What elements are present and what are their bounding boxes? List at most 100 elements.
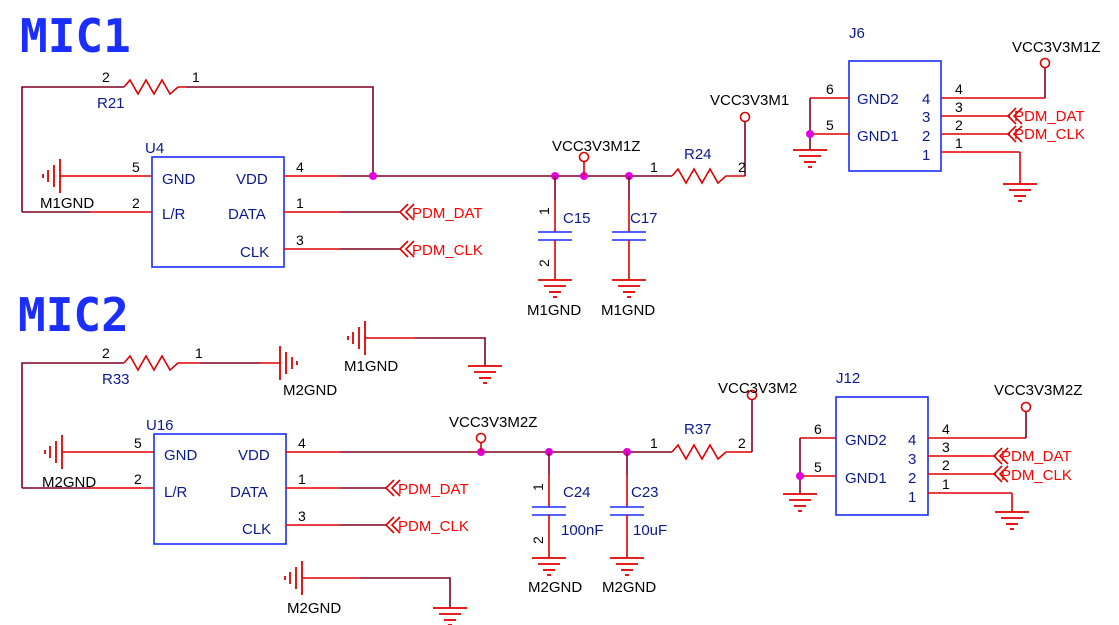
svg-text:1: 1 [296,195,304,211]
svg-text:GND2: GND2 [845,432,887,449]
svg-text:M2GND: M2GND [283,382,337,399]
svg-text:1: 1 [942,476,950,492]
title-mic2: MIC2 [18,288,129,342]
chip-u4: U4 GND L/R VDD DATA CLK 5 2 4 1 3 [90,140,340,268]
svg-text:VCC3V3M1: VCC3V3M1 [710,92,789,109]
svg-text:DATA: DATA [228,206,266,223]
svg-text:4: 4 [922,91,930,108]
gnd-symbol-m1gnd-standalone: M1GND [344,320,503,384]
svg-text:M2GND: M2GND [287,600,341,617]
svg-text:1: 1 [195,345,203,361]
svg-text:4: 4 [908,432,916,449]
svg-text:PDM_CLK: PDM_CLK [1001,467,1072,484]
svg-text:3: 3 [296,232,304,248]
svg-text:M1GND: M1GND [40,195,94,212]
svg-text:1: 1 [650,159,658,175]
svg-text:M1GND: M1GND [527,302,581,319]
svg-text:VCC3V3M2Z: VCC3V3M2Z [994,382,1082,399]
svg-text:PDM_CLK: PDM_CLK [1014,126,1085,143]
r33-label: R33 [102,371,130,388]
svg-text:2: 2 [134,471,142,487]
svg-text:M1GND: M1GND [601,302,655,319]
svg-text:C23: C23 [631,484,659,501]
svg-text:GND1: GND1 [845,470,887,487]
svg-text:R24: R24 [684,146,712,163]
svg-text:GND1: GND1 [857,128,899,145]
svg-text:R37: R37 [684,421,712,438]
svg-text:3: 3 [908,451,916,468]
capacitor-c17: C17 M1GND [601,176,658,319]
svg-text:C24: C24 [563,484,591,501]
svg-text:J6: J6 [849,25,865,42]
svg-text:1: 1 [536,207,552,215]
svg-text:M2GND: M2GND [528,579,582,596]
svg-text:VCC3V3M1Z: VCC3V3M1Z [552,138,640,155]
svg-text:2: 2 [942,457,950,473]
svg-text:VDD: VDD [238,447,270,464]
svg-text:1: 1 [530,483,546,491]
svg-text:5: 5 [132,159,140,175]
svg-text:PDM_DAT: PDM_DAT [398,481,469,498]
gnd-symbol-m1gnd-left: M1GND [40,158,94,212]
svg-text:M2GND: M2GND [602,579,656,596]
vcc-port-vcc3v3m2z: VCC3V3M2Z [449,414,537,452]
svg-text:1: 1 [955,135,963,151]
svg-text:1: 1 [192,69,200,85]
svg-text:U4: U4 [145,140,164,157]
svg-text:2: 2 [132,195,140,211]
svg-text:GND2: GND2 [857,91,899,108]
svg-text:2: 2 [102,69,110,85]
svg-text:PDM_DAT: PDM_DAT [412,205,483,222]
svg-text:VCC3V3M2Z: VCC3V3M2Z [449,414,537,431]
svg-text:4: 4 [296,159,304,175]
svg-text:2: 2 [738,159,746,175]
svg-text:GND: GND [162,171,196,188]
svg-text:100nF: 100nF [561,522,604,539]
resistor-r21: 2 1 R21 [21,69,374,212]
svg-text:CLK: CLK [240,244,269,261]
svg-text:L/R: L/R [162,206,186,223]
svg-text:6: 6 [826,81,834,97]
pdm-clk-port-u4: PDM_CLK [399,240,483,259]
svg-text:2: 2 [922,128,930,145]
svg-text:2: 2 [102,345,110,361]
title-mic1: MIC1 [20,9,131,63]
svg-text:C15: C15 [563,210,591,227]
svg-text:5: 5 [814,459,822,475]
pdm-dat-port-u4: PDM_DAT [399,203,483,222]
capacitor-c24: 1 2 C24 100nF M2GND [528,452,604,596]
chip-u16: U16 GND L/R VDD DATA CLK 5 2 4 1 3 [90,417,340,545]
svg-text:PDM_CLK: PDM_CLK [398,518,469,535]
resistor-r37: VCC3V3M2 1 2 R37 [650,380,797,461]
svg-text:4: 4 [298,435,306,451]
svg-text:CLK: CLK [242,521,271,538]
connector-j6: J6 GND2 GND1 6 5 4 3 2 1 4 3 2 1 VCC3V3M… [792,25,1100,202]
svg-text:J12: J12 [836,370,860,387]
svg-text:PDM_DAT: PDM_DAT [1001,448,1072,465]
gnd-symbol-m2gnd-left: M2GND [42,434,96,491]
svg-text:GND: GND [164,447,198,464]
svg-text:VCC3V3M2: VCC3V3M2 [718,380,797,397]
svg-text:3: 3 [942,439,950,455]
svg-text:1: 1 [650,435,658,451]
svg-text:4: 4 [955,81,963,97]
svg-text:3: 3 [298,508,306,524]
svg-text:C17: C17 [630,210,658,227]
gnd-symbol-m2gnd-bottom: M2GND [284,560,468,625]
svg-text:PDM_DAT: PDM_DAT [1014,108,1085,125]
r21-label: R21 [97,95,125,112]
svg-text:2: 2 [530,536,546,544]
svg-text:DATA: DATA [230,484,268,501]
svg-text:5: 5 [826,117,834,133]
resistor-r33: 2 1 R33 M2GND [21,345,337,488]
svg-text:2: 2 [908,470,916,487]
svg-text:2: 2 [955,117,963,133]
svg-text:L/R: L/R [164,484,188,501]
resistor-r24: VCC3V3M1 1 2 R24 [650,92,789,185]
svg-text:M1GND: M1GND [344,358,398,375]
svg-text:10uF: 10uF [633,522,667,539]
svg-text:3: 3 [955,99,963,115]
svg-text:2: 2 [536,259,552,267]
svg-text:3: 3 [922,109,930,126]
